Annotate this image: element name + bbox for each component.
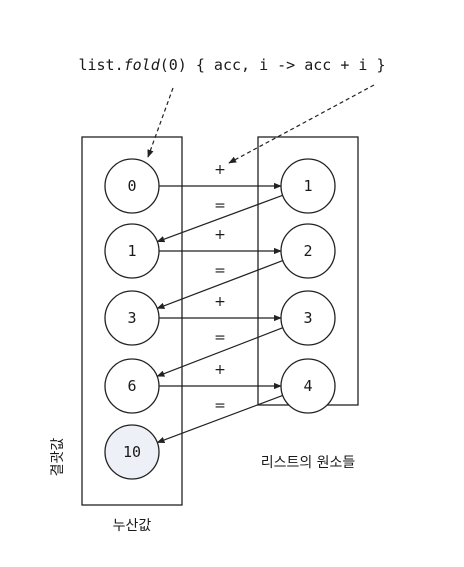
element-node: 2 [280,223,336,279]
accumulator-node-value: 0 [127,177,136,195]
element-node: 4 [280,358,336,414]
element-node-circle [280,223,336,279]
accumulator-caption: 누산값 [113,518,152,534]
plus-operator: + [214,162,226,178]
plus-operator: + [214,294,226,310]
code-expression: list.fold(0) { acc, i -> acc + i } [78,56,385,74]
result-arrow [156,260,283,309]
element-node-circle [280,358,336,414]
result-arrow [156,194,283,243]
fold-links [156,182,284,444]
result-node: 10 [104,424,160,480]
plus-operator: + [214,227,226,243]
accumulator-node-circle [104,223,160,279]
result-arrow [156,394,283,444]
accumulator-node: 3 [104,290,160,346]
elements-caption: 리스트의 원소들 [261,455,356,471]
element-node-circle [280,290,336,346]
equals-operator: = [214,398,226,414]
element-node-value: 3 [303,309,312,327]
plus-operator: + [214,362,226,378]
element-node-circle [280,158,336,214]
equals-operator: = [214,330,226,346]
accumulator-node-circle [104,290,160,346]
initial-value-pointer [147,87,174,158]
accumulator-box [81,136,183,506]
lambda-pointer [228,84,375,164]
result-node-circle [104,424,160,480]
accumulator-node-value: 3 [127,309,136,327]
accumulator-node: 1 [104,223,160,279]
result-label: 결괏값 [50,438,66,477]
element-node: 1 [280,158,336,214]
accumulator-node: 6 [104,358,160,414]
result-arrow [156,327,284,377]
equals-operator: = [214,263,226,279]
accumulator-node-circle [104,158,160,214]
equals-operator: = [214,198,226,214]
accumulator-node-value: 1 [127,242,136,260]
accumulator-node-value: 6 [127,377,136,395]
accumulator-node: 0 [104,158,160,214]
element-node-value: 4 [303,377,312,395]
element-node-value: 2 [303,242,312,260]
element-node: 3 [280,290,336,346]
code-prefix: list. [78,56,123,74]
accumulator-nodes: 0 1 3 6 10 [104,158,160,480]
element-node-value: 1 [303,177,312,195]
element-nodes: 1 2 3 4 [280,158,336,414]
result-node-value: 10 [123,443,141,461]
fold-operators: + = + = + = + = [214,162,226,414]
code-fold-keyword: fold [124,56,161,74]
code-suffix: (0) { acc, i -> acc + i } [160,56,386,74]
accumulator-node-circle [104,358,160,414]
